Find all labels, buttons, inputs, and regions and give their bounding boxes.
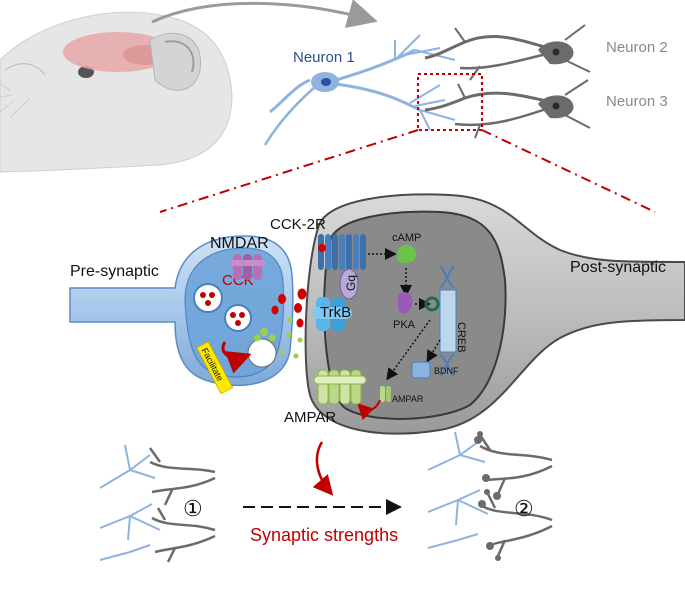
ampar-insertion-arrow [357,399,381,421]
synapse-to-outcome-arrow [312,441,334,496]
neuron-2 [424,24,591,81]
neuron-1 [263,34,456,146]
nmdar-label: NMDAR [210,235,269,252]
ampar-small-icon [380,386,391,402]
gq-label: Gq [344,275,358,291]
ampar-receptor [313,369,367,405]
post-synaptic-label: Post-synaptic [570,259,666,276]
creb-label: CREB [455,322,467,353]
bdnf-label: BDNF [434,366,459,376]
ampar-small-label: AMPAR [392,394,424,404]
neuron-3-nucleus [552,102,560,110]
neuron-3-label: Neuron 3 [606,93,668,110]
phosphate-icon [424,296,440,312]
neuron-1-label: Neuron 1 [293,49,355,66]
camp-label: cAMP [392,232,421,244]
mouse-to-neurons-arrow [151,0,378,29]
zoom-line-right [481,129,656,213]
mouse-illustration [0,11,233,173]
neuron-1-nucleus [321,78,331,86]
glu-vesicle [247,328,277,368]
ampar-label: AMPAR [284,409,336,426]
camp-icon [396,244,417,264]
state-2-neurons [427,431,553,561]
pre-synaptic-label: Pre-synaptic [70,263,159,280]
gq-protein [339,268,359,300]
neuron-2-label: Neuron 2 [606,39,668,56]
synaptic-strengths-label: Synaptic strengths [250,525,398,545]
neuron-2-nucleus [552,48,560,56]
state-1-label: ① [183,496,203,521]
cck2r-label: CCK-2R [270,216,326,233]
post-synaptic-terminal [304,193,685,435]
state-1-neurons [99,444,216,563]
cck-vesicles [193,283,252,332]
glu-label: Glu [250,347,272,362]
pka-icon [397,291,413,314]
bdnf-icon [411,361,431,379]
pka-label: PKA [393,319,416,331]
zoom-box [417,73,483,131]
creb-dna [439,265,457,377]
cck2r-receptor [318,234,366,270]
facilitate-arrow [221,341,252,374]
nmdar-receptor [230,254,265,280]
state-2-label: ② [514,496,534,521]
trkb-receptor [312,297,352,331]
neuron-3 [424,79,591,139]
zoom-line-left [159,129,419,213]
trkb-label: TrkB [320,304,351,321]
